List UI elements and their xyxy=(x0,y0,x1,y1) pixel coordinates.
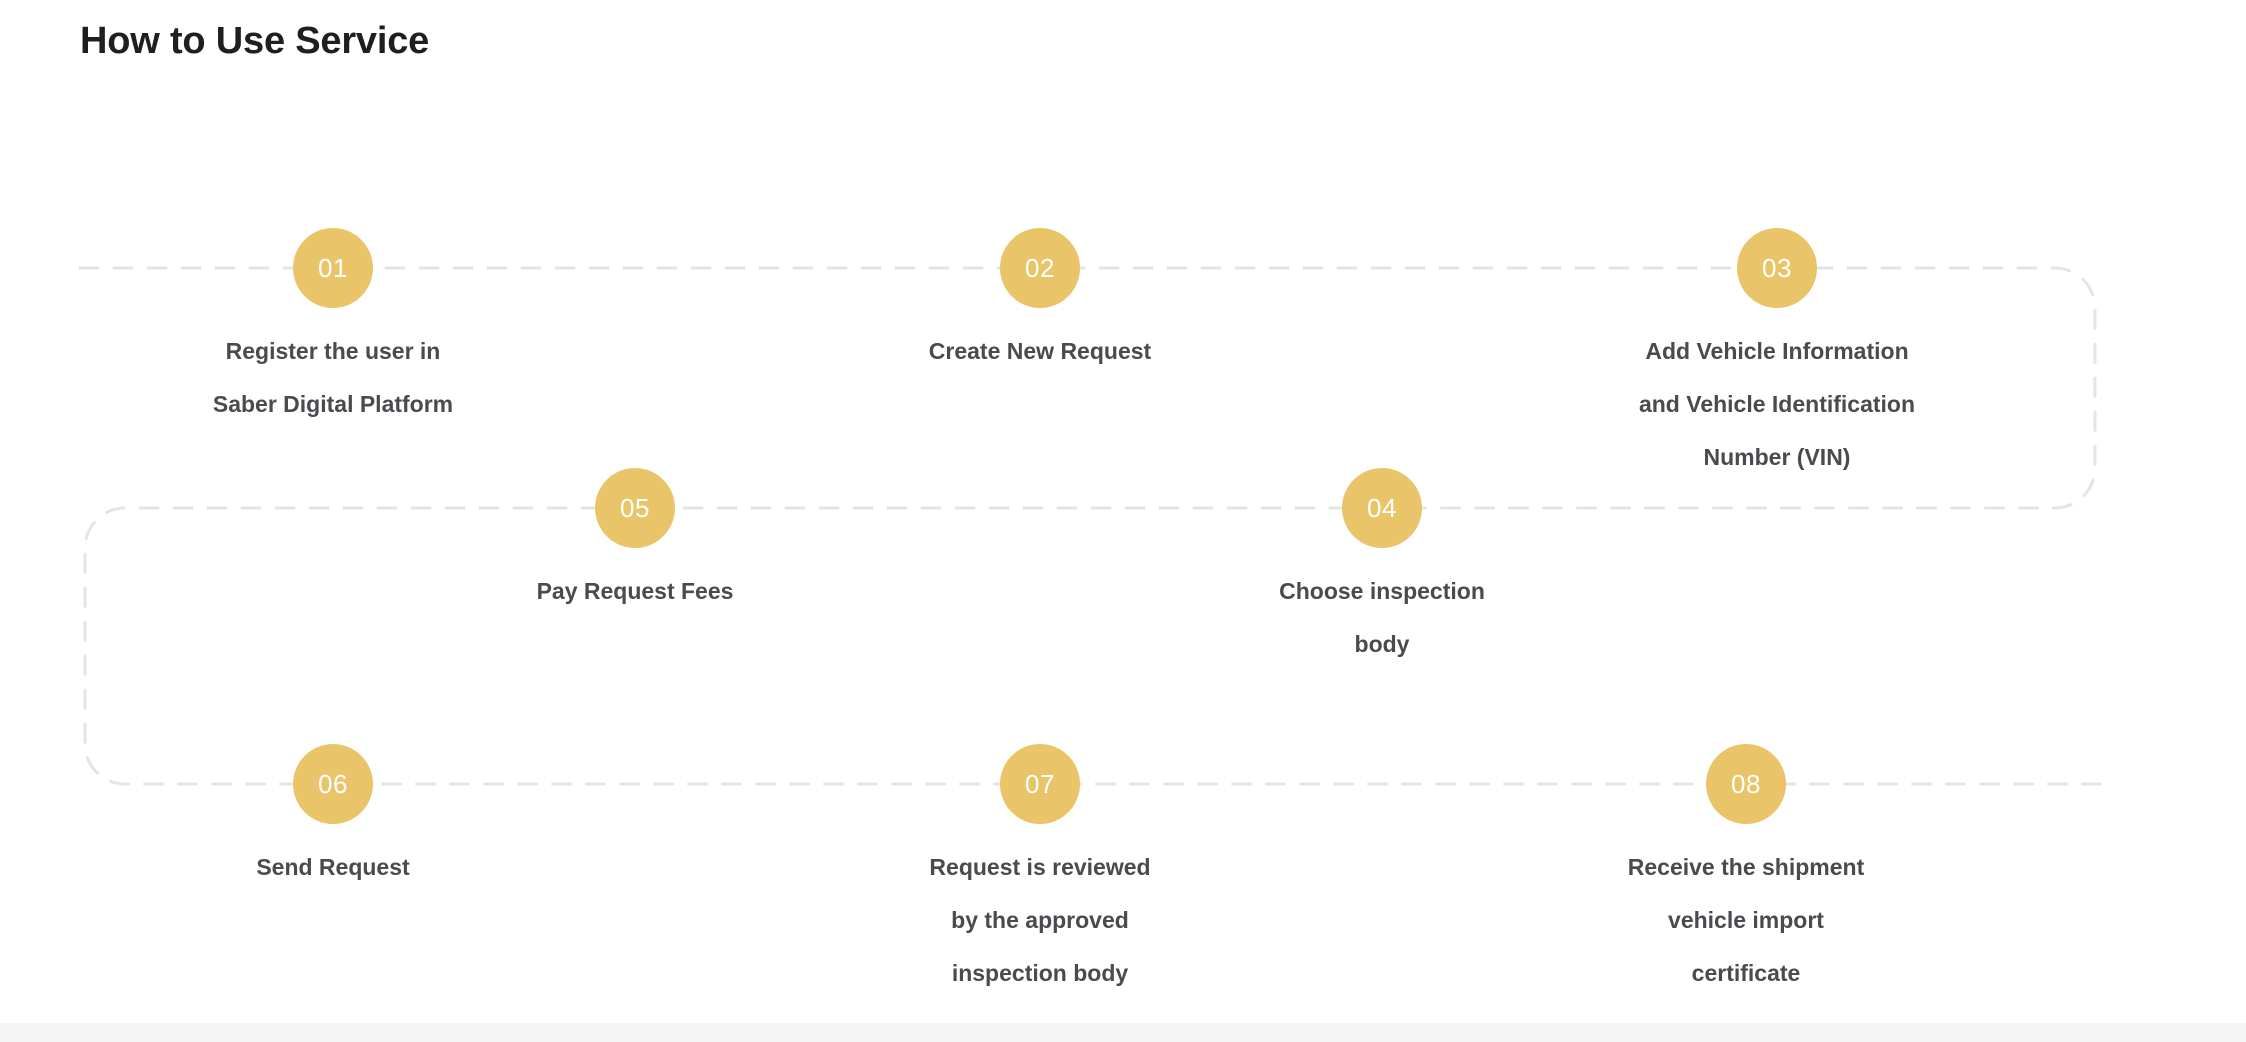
step-badge-05[interactable]: 05 xyxy=(595,468,675,548)
footer-band xyxy=(0,1023,2246,1042)
step-badge-08[interactable]: 08 xyxy=(1706,744,1786,824)
step-number-01: 01 xyxy=(318,253,348,283)
process-step-03[interactable]: 03 Add Vehicle Information and Vehicle I… xyxy=(1607,228,1947,484)
step-badge-06[interactable]: 06 xyxy=(293,744,373,824)
step-number-03: 03 xyxy=(1762,253,1792,283)
process-step-08[interactable]: 08 Receive the shipment vehicle import c… xyxy=(1576,744,1916,1000)
process-step-05[interactable]: 05 Pay Request Fees xyxy=(465,468,805,618)
step-label-01: Register the user in Saber Digital Platf… xyxy=(212,338,454,417)
step-number-08: 08 xyxy=(1731,769,1761,799)
step-label-03: Add Vehicle Information and Vehicle Iden… xyxy=(1638,338,1916,470)
process-step-01[interactable]: 01 Register the user in Saber Digital Pl… xyxy=(163,228,503,431)
process-step-06[interactable]: 06 Send Request xyxy=(163,744,503,894)
step-label-06: Send Request xyxy=(256,854,410,880)
step-label-04: Choose inspection body xyxy=(1279,578,1485,657)
step-badge-03[interactable]: 03 xyxy=(1737,228,1817,308)
step-badge-02[interactable]: 02 xyxy=(1000,228,1080,308)
step-number-06: 06 xyxy=(318,769,348,799)
step-number-04: 04 xyxy=(1367,493,1397,523)
process-step-04[interactable]: 04 Choose inspection body xyxy=(1212,468,1552,671)
step-number-07: 07 xyxy=(1025,769,1055,799)
process-step-07[interactable]: 07 Request is reviewed by the approved i… xyxy=(870,744,1210,1000)
step-number-05: 05 xyxy=(620,493,650,523)
process-step-02[interactable]: 02 Create New Request xyxy=(870,228,1210,378)
step-badge-01[interactable]: 01 xyxy=(293,228,373,308)
step-label-05: Pay Request Fees xyxy=(536,578,734,604)
step-badge-04[interactable]: 04 xyxy=(1342,468,1422,548)
step-number-02: 02 xyxy=(1025,253,1055,283)
step-badge-07[interactable]: 07 xyxy=(1000,744,1080,824)
page-title: How to Use Service xyxy=(80,20,430,62)
connector-row2-to-row3 xyxy=(83,506,2102,786)
step-label-08: Receive the shipment vehicle import cert… xyxy=(1627,854,1865,986)
step-label-02: Create New Request xyxy=(928,338,1152,364)
step-label-07: Request is reviewed by the approved insp… xyxy=(929,854,1151,986)
